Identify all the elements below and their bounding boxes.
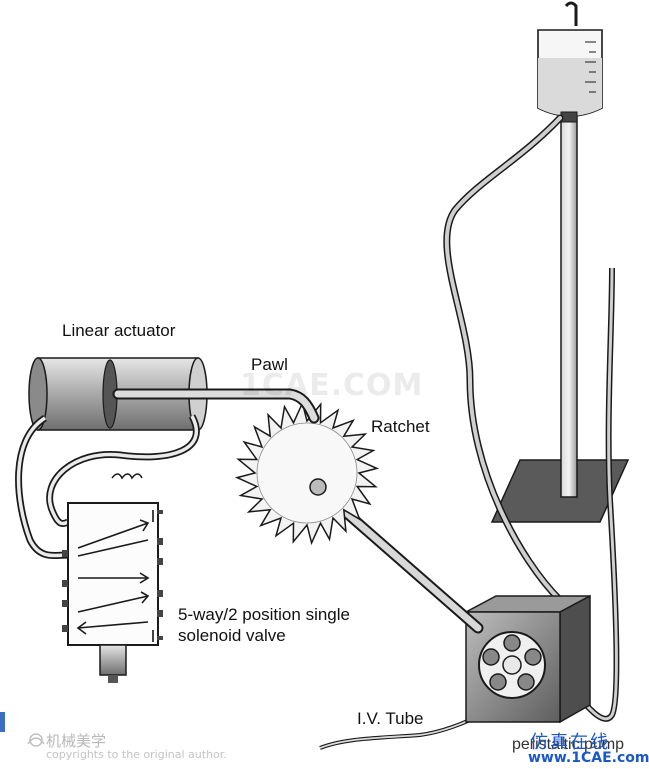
label-linear-actuator: Linear actuator xyxy=(62,321,176,340)
label-valve-line1: 5-way/2 position single xyxy=(178,605,350,624)
label-peristaltic-pump: peristaltic pump xyxy=(512,736,625,753)
watermark-center: 1CAE.COM xyxy=(240,368,424,403)
label-iv-tube: I.V. Tube xyxy=(357,709,424,728)
ratchet-gear xyxy=(234,400,380,546)
watermark-brand: 机械美学 xyxy=(46,732,107,750)
stand-pole xyxy=(560,111,578,498)
solenoid-valve xyxy=(62,473,163,683)
watermark-site-cn: 仿真在线 xyxy=(530,732,610,753)
label-pawl: Pawl xyxy=(251,355,288,374)
peristaltic-pump xyxy=(465,594,591,724)
watermark-site: www.1CAE.com xyxy=(528,750,649,766)
stand-base-plate xyxy=(490,459,630,523)
label-valve-line2: solenoid valve xyxy=(178,626,286,645)
label-ratchet: Ratchet xyxy=(371,417,430,436)
iv-bag xyxy=(537,1,603,123)
brand-logo-icon xyxy=(27,733,45,747)
left-edge-mark xyxy=(0,712,5,732)
watermark-copyright: copyrights to the original author. xyxy=(46,748,227,761)
